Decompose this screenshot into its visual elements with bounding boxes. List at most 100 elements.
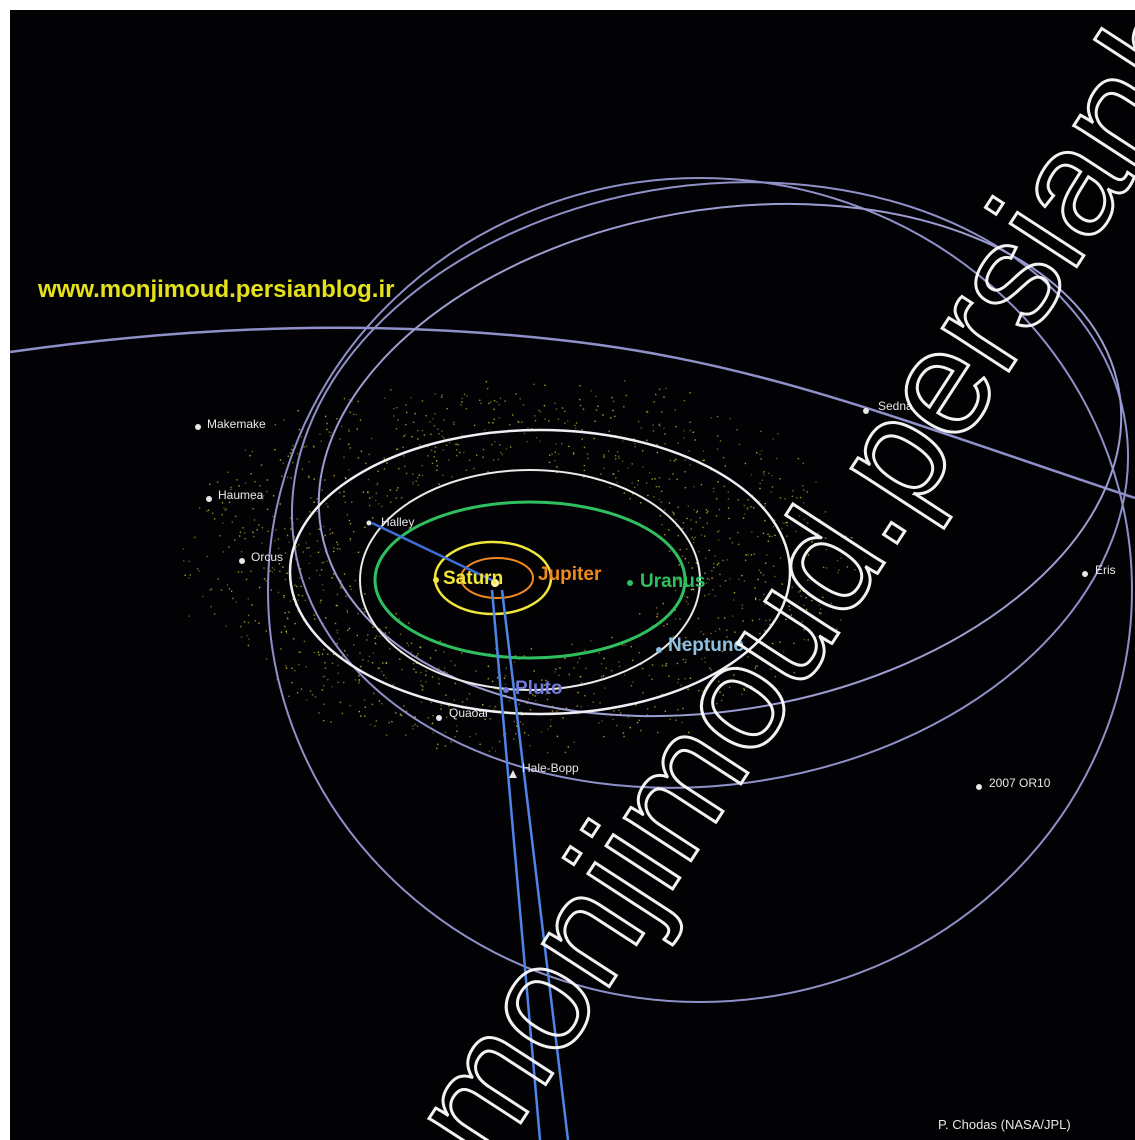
kuiper-dot <box>238 535 241 537</box>
kuiper-dot <box>772 565 775 567</box>
kuiper-dot <box>631 659 634 662</box>
kuiper-dot <box>350 588 352 591</box>
kuiper-dot <box>557 418 560 420</box>
kuiper-dot <box>305 666 307 668</box>
kuiper-dot <box>598 722 600 724</box>
kuiper-dot <box>759 500 761 502</box>
kuiper-dot <box>362 608 365 610</box>
kuiper-dot <box>624 674 626 676</box>
kuiper-dot <box>454 664 456 666</box>
kuiper-dot <box>524 732 526 734</box>
kuiper-dot <box>722 559 724 562</box>
kuiper-dot <box>803 628 805 631</box>
kuiper-dot <box>759 632 761 635</box>
kuiper-dot <box>612 718 614 721</box>
kuiper-dot <box>603 454 605 456</box>
kuiper-dot <box>339 586 342 588</box>
kuiper-dot <box>308 577 311 579</box>
kuiper-dot <box>762 574 765 576</box>
kuiper-dot <box>693 509 695 511</box>
kuiper-dot <box>460 404 462 406</box>
kuiper-dot <box>677 681 679 684</box>
kuiper-dot <box>515 393 517 395</box>
kuiper-dot <box>711 570 713 572</box>
kuiper-dot <box>287 618 289 620</box>
kuiper-dot <box>372 626 374 628</box>
kuiper-dot <box>436 747 438 750</box>
kuiper-dot <box>305 699 308 701</box>
kuiper-dot <box>694 439 696 441</box>
body-label-halley: Halley <box>381 515 414 529</box>
kuiper-dot <box>326 428 328 431</box>
kuiper-dot <box>798 515 801 517</box>
kuiper-dot <box>451 476 453 478</box>
kuiper-dot <box>431 676 434 678</box>
kuiper-dot <box>244 538 246 540</box>
kuiper-dot <box>692 538 695 540</box>
kuiper-dot <box>434 393 436 395</box>
kuiper-dot <box>397 419 399 421</box>
kuiper-dot <box>323 703 325 705</box>
kuiper-dot <box>357 551 360 553</box>
kuiper-dot <box>549 725 552 727</box>
kuiper-dot <box>356 428 358 430</box>
kuiper-dot <box>722 694 724 696</box>
kuiper-dot <box>806 511 809 513</box>
kuiper-dot <box>354 579 356 582</box>
kuiper-dot <box>655 607 658 609</box>
kuiper-dot <box>290 528 292 530</box>
kuiper-dot <box>720 671 722 673</box>
kuiper-dot <box>314 618 316 620</box>
kuiper-dot <box>292 522 294 525</box>
kuiper-dot <box>545 693 547 695</box>
kuiper-dot <box>372 517 374 519</box>
kuiper-dot <box>704 657 706 659</box>
kuiper-dot <box>716 416 719 418</box>
kuiper-dot <box>251 604 253 606</box>
kuiper-dot <box>210 605 212 608</box>
kuiper-dot <box>443 670 446 673</box>
kuiper-dot <box>701 690 703 692</box>
kuiper-dot <box>494 440 496 443</box>
kuiper-dot <box>253 535 255 538</box>
kuiper-dot <box>471 711 474 714</box>
kuiper-dot <box>546 751 549 754</box>
kuiper-dot <box>414 716 416 718</box>
kuiper-dot <box>664 710 666 712</box>
kuiper-dot <box>414 412 416 415</box>
kuiper-dot <box>724 681 726 683</box>
kuiper-dot <box>325 617 327 619</box>
kuiper-dot <box>324 479 326 481</box>
kuiper-dot <box>497 458 500 461</box>
kuiper-dot <box>404 434 406 436</box>
kuiper-dot <box>183 560 185 562</box>
kuiper-dot <box>501 453 503 456</box>
kuiper-dot <box>383 457 385 459</box>
kuiper-dot <box>764 505 766 508</box>
kuiper-dot <box>668 502 671 504</box>
kuiper-dot <box>737 531 739 534</box>
kuiper-dot <box>194 536 196 539</box>
kuiper-dot <box>325 503 328 505</box>
kuiper-dot <box>692 588 694 590</box>
kuiper-dot <box>343 495 345 497</box>
kuiper-dot <box>764 581 767 583</box>
kuiper-dot <box>565 707 568 709</box>
kuiper-dot <box>316 540 319 542</box>
kuiper-dot <box>706 577 709 580</box>
kuiper-dot <box>717 539 720 541</box>
kuiper-dot <box>586 453 589 455</box>
kuiper-dot <box>359 419 362 421</box>
kuiper-dot <box>705 509 708 511</box>
kuiper-dot <box>612 473 614 475</box>
kuiper-dot <box>814 638 816 640</box>
kuiper-dot <box>184 574 186 576</box>
kuiper-dot <box>291 448 293 451</box>
kuiper-dot <box>400 714 403 717</box>
kuiper-dot <box>803 489 805 491</box>
kuiper-dot <box>283 595 285 597</box>
kuiper-dot <box>664 443 666 445</box>
kuiper-dot <box>431 462 434 464</box>
kuiper-dot <box>715 515 718 517</box>
kuiper-dot <box>732 599 735 601</box>
